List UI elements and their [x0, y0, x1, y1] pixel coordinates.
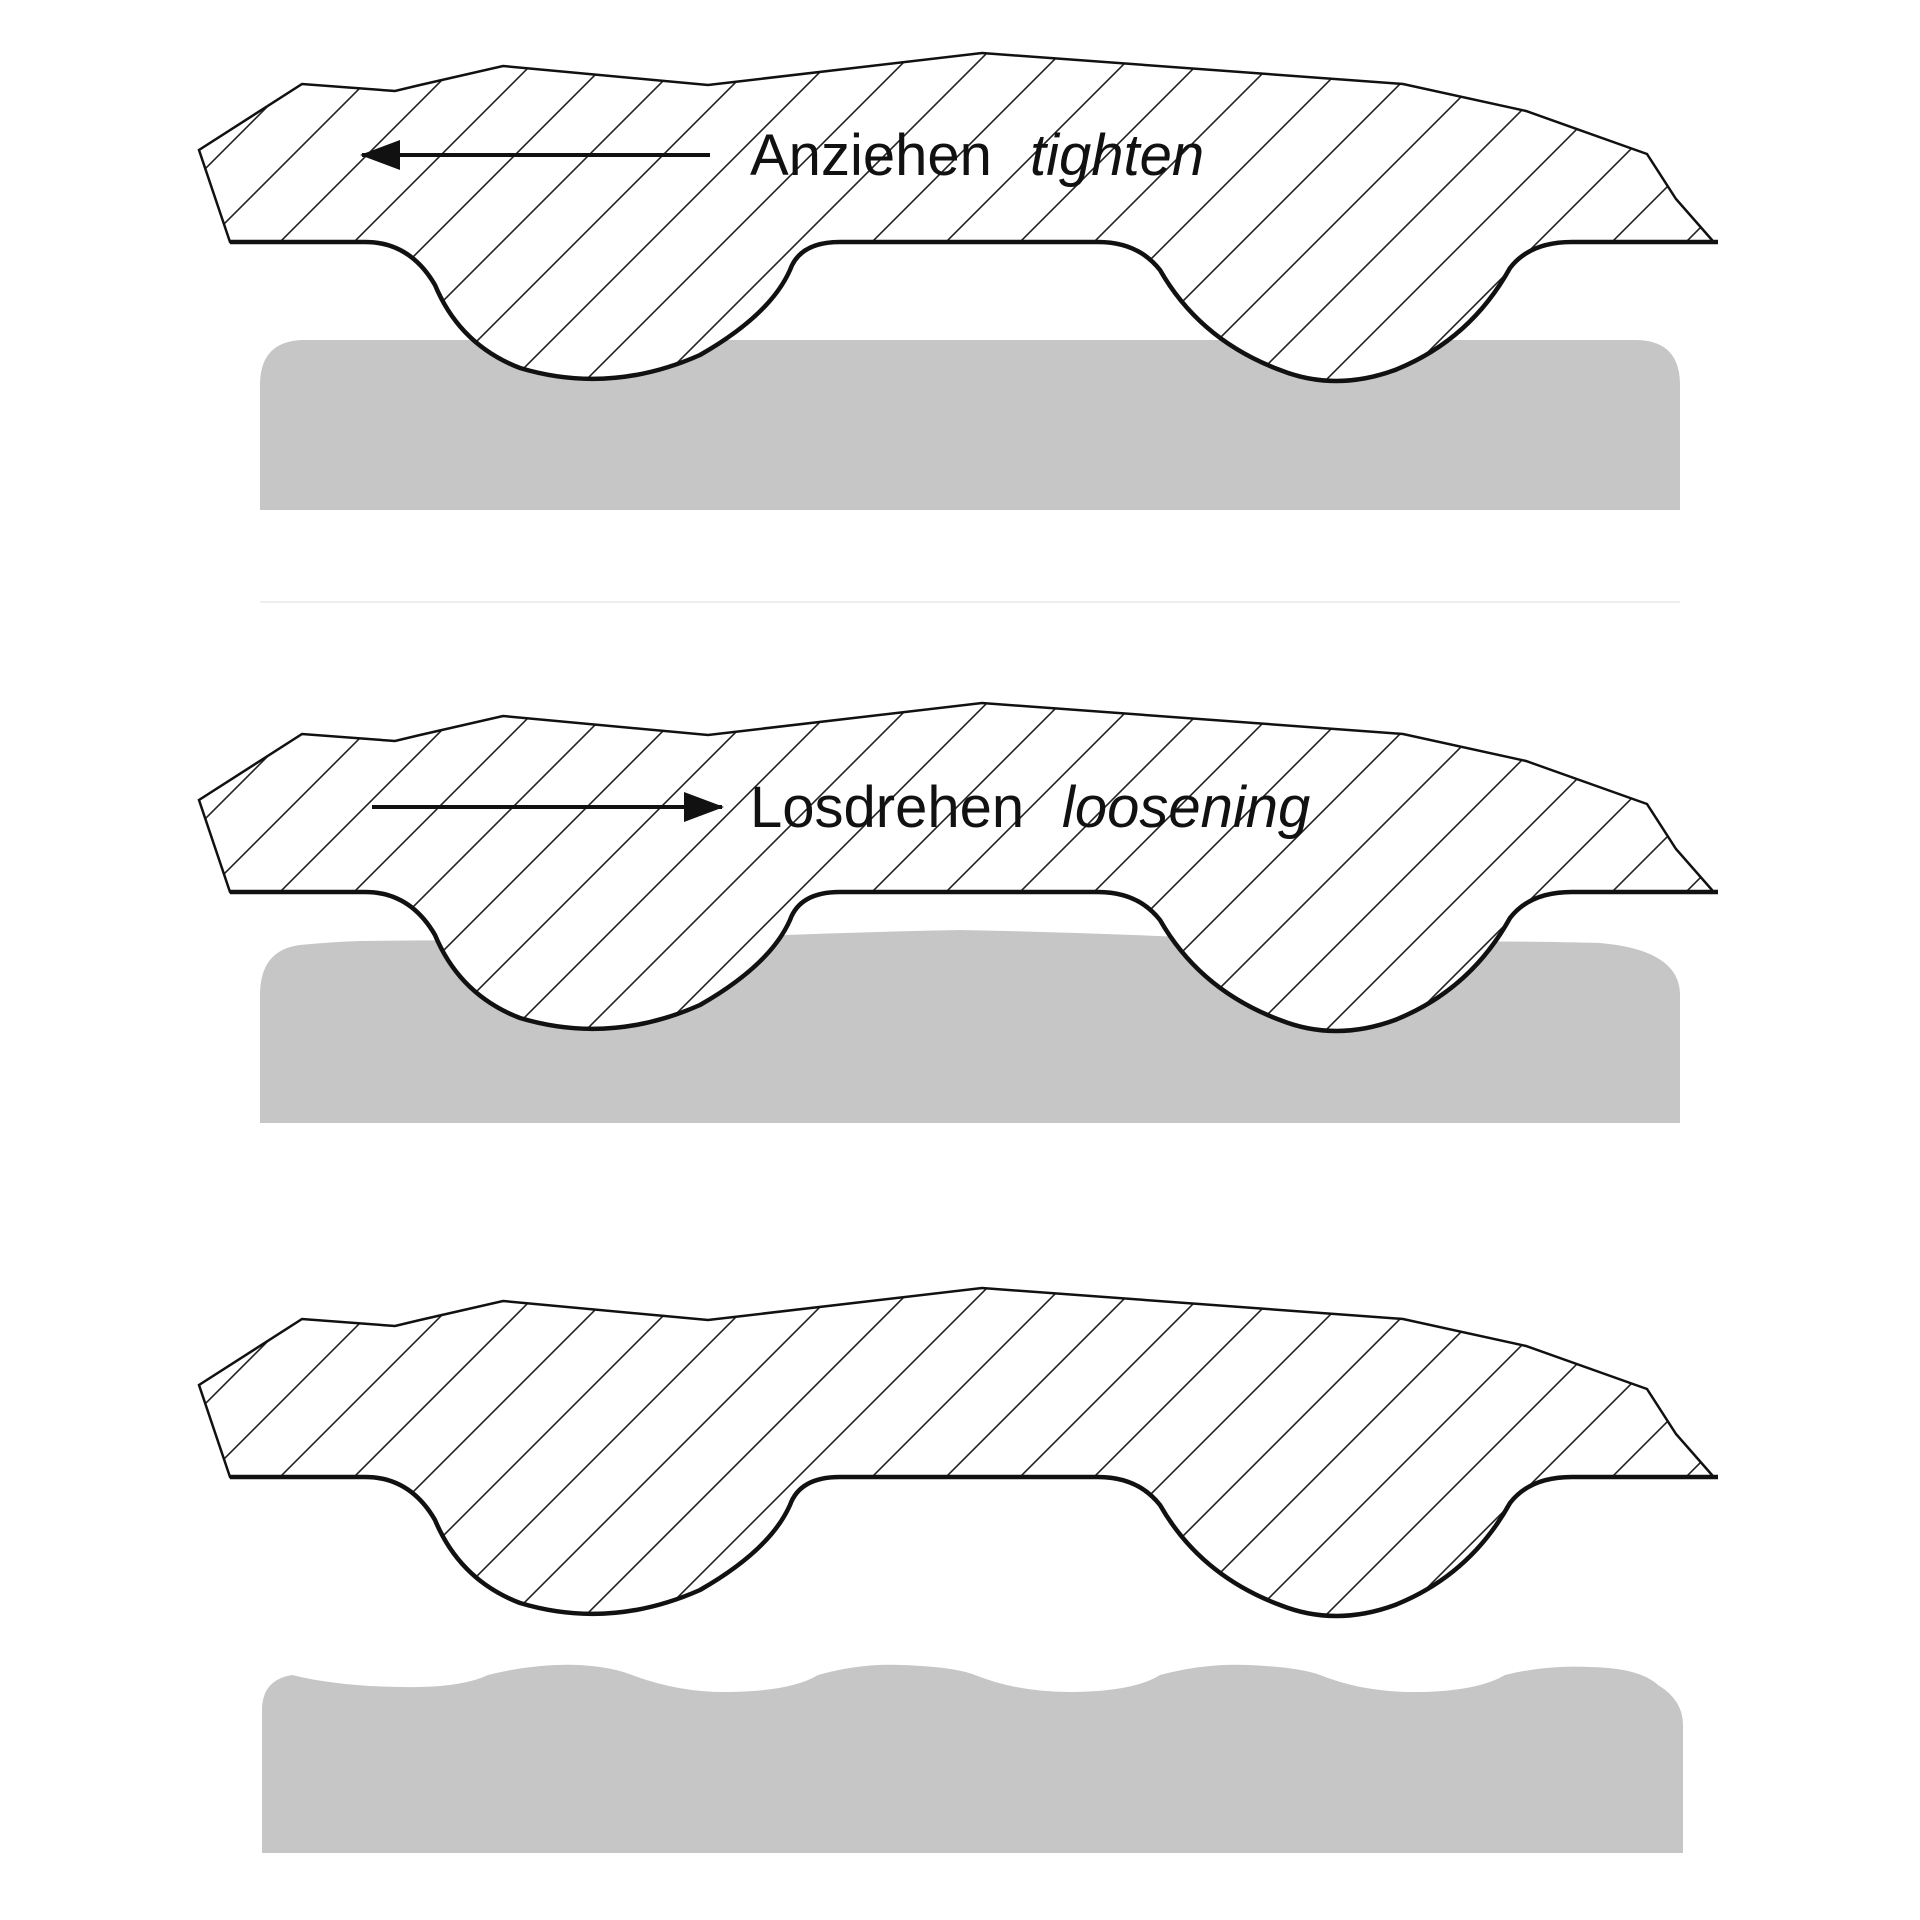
- label-english: loosening: [1062, 775, 1310, 840]
- hatch-line: [199, 703, 671, 1031]
- surface-flat: [260, 340, 1680, 510]
- thread-flank-line: [230, 239, 1718, 384]
- hatch-line: [243, 53, 745, 381]
- panel-loosening: Losdrehen loosening: [197, 701, 1718, 1123]
- hatch-line: [539, 703, 1041, 1031]
- hatch-line: [1649, 53, 1712, 381]
- hatch-line: [391, 703, 893, 1031]
- hatch-line: [243, 1288, 745, 1616]
- hatch-line: [317, 703, 819, 1031]
- hatch-line: [465, 53, 967, 381]
- hatch-line: [539, 1288, 1041, 1616]
- label-german: Losdrehen: [750, 775, 1024, 840]
- hatch-line: [465, 1288, 967, 1616]
- surface-imprinted: [262, 1664, 1683, 1853]
- hatch-line: [199, 703, 301, 1031]
- hatch-line: [199, 1288, 671, 1616]
- hatch-line: [1649, 703, 1712, 1031]
- hatch-line: [539, 53, 1041, 381]
- hatch-line: [199, 1288, 301, 1616]
- hatch-line: [1501, 1288, 1712, 1616]
- hatch-line: [391, 1288, 893, 1616]
- panel-tighten: Anziehen tighten: [197, 51, 1718, 510]
- thread-flank-line: [230, 889, 1718, 1034]
- hatch-line: [243, 703, 745, 1031]
- label-german: Anziehen: [750, 123, 992, 188]
- hatch-line: [391, 53, 893, 381]
- hatch-line: [317, 53, 819, 381]
- panel-imprinted: [197, 1286, 1718, 1853]
- hatch-line: [199, 53, 301, 381]
- thread-flank-line: [230, 1474, 1718, 1619]
- hatch-line: [909, 53, 1411, 381]
- label-english: tighten: [1030, 123, 1204, 188]
- hatch-line: [199, 1288, 449, 1616]
- hatch-line: [199, 1288, 375, 1616]
- hatch-line: [909, 703, 1411, 1031]
- hatch-line: [1575, 1288, 1712, 1616]
- nut-thread-profile: [197, 1286, 1718, 1619]
- hatch-line: [317, 1288, 819, 1616]
- hatch-line: [465, 703, 967, 1031]
- hatch-line: [909, 1288, 1411, 1616]
- hatch-line: [199, 53, 671, 381]
- hatch-line: [1649, 1288, 1712, 1616]
